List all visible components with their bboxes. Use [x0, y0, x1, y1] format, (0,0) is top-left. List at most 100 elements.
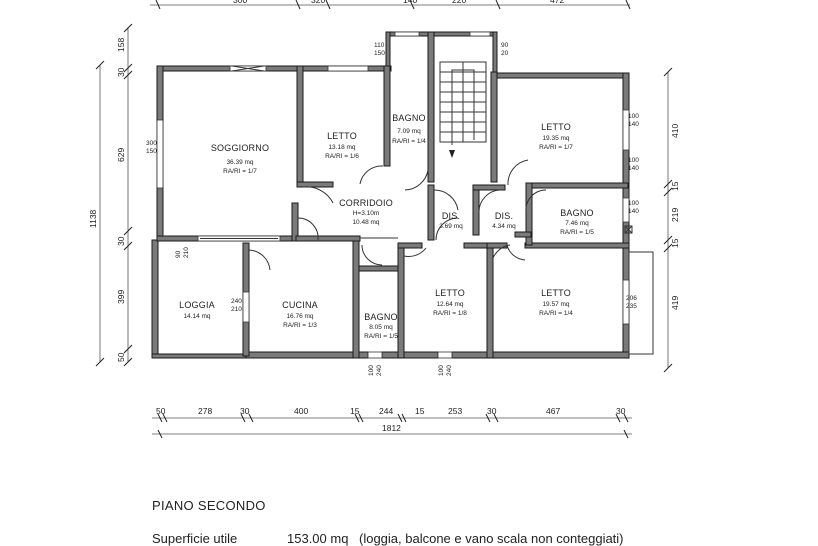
room-name: BAGNO: [392, 113, 426, 123]
win-label-6b: 140: [628, 208, 639, 215]
dim-bottom-11: 30: [616, 406, 626, 416]
dim-bottom-total: 1812: [382, 423, 401, 433]
dim-left-6: 50: [116, 352, 126, 362]
room-letto-3: LETTO 12.64 mq RA/RI = 1/8: [433, 288, 467, 317]
room-name: LOGGIA: [179, 300, 215, 310]
room-letto-2: LETTO 19.35 mq RA/RI = 1/7: [539, 122, 573, 151]
dim-left-3: 629: [116, 148, 126, 162]
win-label-1b: 150: [374, 50, 385, 57]
win-label-4a: 100: [628, 113, 639, 120]
dim-right-2: 15: [670, 181, 680, 191]
room-ratio: RA/RI = 1/6: [325, 153, 359, 160]
room-height: H=3.10m: [353, 210, 380, 217]
windows: [156, 31, 630, 359]
room-cucina: CUCINA 16.76 mq RA/RI = 1/3: [282, 300, 318, 329]
room-area: 4.34 mq: [492, 223, 516, 230]
room-soggiorno: SOGGIORNO 36.39 mq RA/RI = 1/7: [211, 143, 269, 175]
room-ratio: RA/RI = 1/4: [392, 138, 426, 145]
win-label-5a: 100: [628, 157, 639, 164]
dim-right-4: 15: [670, 238, 680, 248]
dim-bottom-2: 278: [198, 406, 212, 416]
room-area: 36.39 mq: [226, 159, 253, 166]
dim-top-5: 472: [550, 0, 564, 5]
win-label-6a: 100: [628, 200, 639, 207]
doors: [248, 159, 547, 271]
win-label-7b: 210: [183, 247, 190, 258]
room-bagno-1: BAGNO 7.09 mq RA/RI = 1/4: [392, 113, 426, 145]
win-label-5b: 140: [628, 165, 639, 172]
dim-right-3: 219: [670, 208, 680, 222]
room-bagno-3: BAGNO 8.05 mq RA/RI = 1/5: [364, 312, 398, 340]
room-name: LETTO: [435, 288, 465, 298]
dim-bottom-4: 400: [294, 406, 308, 416]
room-area: 12.64 mq: [436, 301, 463, 308]
room-name: DIS.: [442, 211, 460, 221]
left-dimension-lines: 158 30 629 1138 30 399 50: [88, 23, 133, 367]
dim-left-4: 30: [116, 236, 126, 246]
dim-top-1: 300: [233, 0, 247, 5]
window-labels: 110 150 90 20 300 150 100 140 100 140 10…: [146, 42, 639, 376]
room-area: 14.14 mq: [183, 313, 210, 320]
dim-bottom-5: 15: [350, 406, 360, 416]
win-label-8b: 210: [231, 306, 242, 313]
staircase: [439, 61, 487, 158]
dim-left-2: 30: [116, 67, 126, 77]
room-ratio: RA/RI = 1/3: [283, 322, 317, 329]
dim-bottom-9: 30: [487, 406, 497, 416]
surface-note: (loggia, balcone e vano scala non conteg…: [359, 531, 624, 546]
room-ratio: RA/RI = 1/7: [539, 144, 573, 151]
room-name: LETTO: [327, 131, 357, 141]
room-area: 7.09 mq: [397, 128, 421, 135]
right-dimension-line: 410 15 219 15 419: [663, 67, 680, 373]
room-area: 16.76 mq: [286, 313, 313, 320]
room-name: DIS.: [495, 211, 513, 221]
room-name: BAGNO: [560, 208, 594, 218]
win-label-11b: 240: [446, 365, 453, 376]
room-name: LETTO: [541, 288, 571, 298]
room-area: 19.35 mq: [542, 135, 569, 142]
room-ratio: RA/RI = 1/8: [433, 310, 467, 317]
room-name: CORRIDOIO: [339, 198, 393, 208]
dim-top-2: 320: [311, 0, 325, 5]
room-ratio: RA/RI = 1/5: [364, 333, 398, 340]
win-label-7a: 90: [175, 250, 182, 258]
dim-right-1: 410: [670, 124, 680, 138]
dim-top-3: 140: [403, 0, 417, 5]
room-area: 7.46 mq: [565, 220, 589, 227]
room-letto-1: LETTO 13.18 mq RA/RI = 1/6: [325, 131, 359, 160]
dim-left-5: 399: [116, 290, 126, 304]
dim-bottom-7: 15: [415, 406, 425, 416]
room-area: 13.18 mq: [328, 144, 355, 151]
dim-left-1: 158: [116, 38, 126, 52]
room-ratio: RA/RI = 1/7: [223, 168, 257, 175]
chimney-icon: [624, 225, 633, 234]
win-label-2b: 20: [501, 50, 509, 57]
room-name: LETTO: [541, 122, 571, 132]
dim-top-4: 220: [452, 0, 466, 5]
win-label-9b: 235: [626, 303, 637, 310]
win-label-11a: 100: [438, 365, 445, 376]
room-area: 19.57 mq: [542, 301, 569, 308]
win-label-1a: 110: [374, 42, 385, 49]
win-label-10b: 240: [376, 365, 383, 376]
room-letto-4: LETTO 19.57 mq RA/RI = 1/4: [539, 288, 573, 317]
win-label-10a: 100: [368, 365, 375, 376]
dim-bottom-1: 50: [156, 406, 166, 416]
dim-bottom-10: 467: [546, 406, 560, 416]
room-corridoio: CORRIDOIO H=3.10m 10.48 mq: [339, 198, 393, 226]
win-label-2a: 90: [501, 42, 509, 49]
room-bagno-2: BAGNO 7.46 mq RA/RI = 1/5: [560, 208, 594, 236]
win-label-8a: 240: [231, 298, 242, 305]
room-ratio: RA/RI = 1/5: [560, 229, 594, 236]
room-dis-1: DIS. 3.69 mq: [439, 211, 463, 230]
dim-bottom-6: 244: [379, 406, 393, 416]
room-name: BAGNO: [364, 312, 398, 322]
floor-title: PIANO SECONDO: [152, 498, 266, 513]
win-label-4b: 140: [628, 121, 639, 128]
room-dis-2: DIS. 4.34 mq: [492, 211, 516, 230]
room-area: 8.05 mq: [369, 324, 393, 331]
dim-bottom-8: 253: [448, 406, 462, 416]
win-label-3b: 150: [146, 148, 157, 155]
